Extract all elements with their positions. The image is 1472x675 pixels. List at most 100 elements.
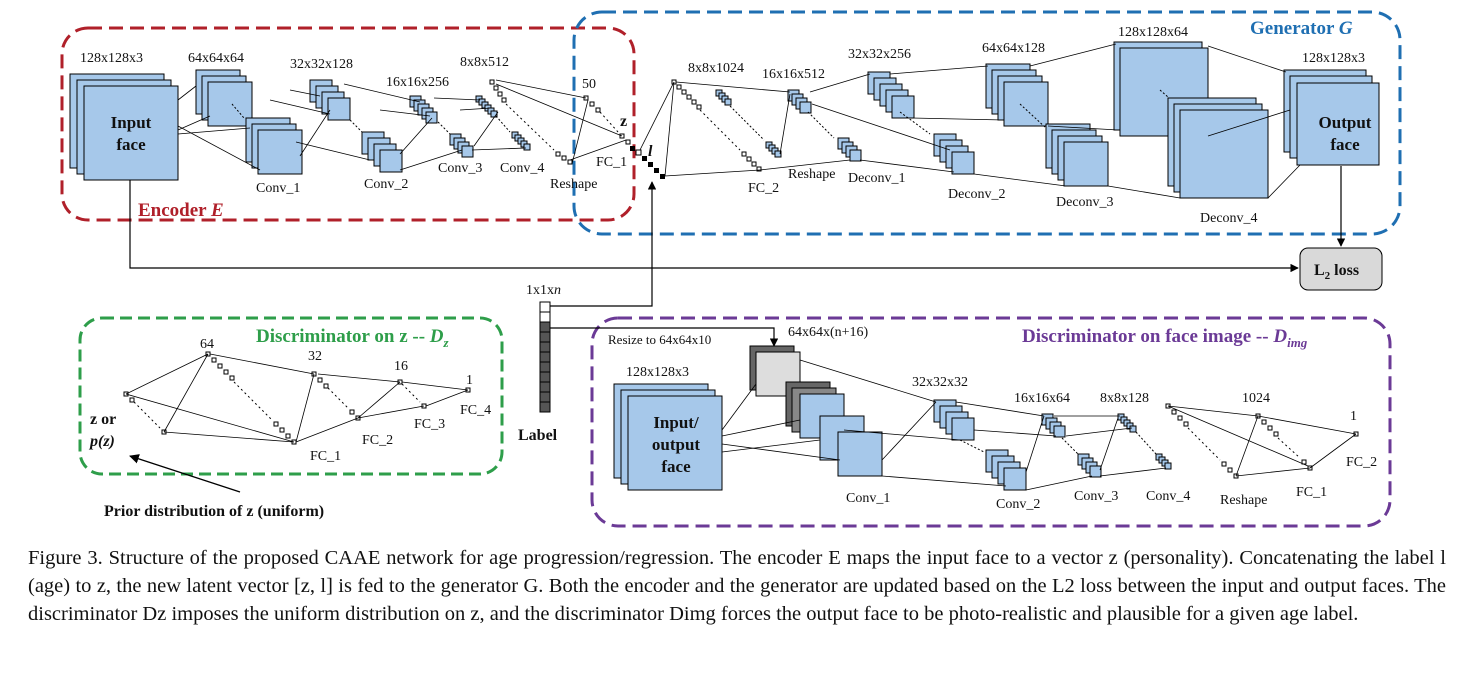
prior-note: Prior distribution of z (uniform) — [104, 503, 324, 520]
disc-img-input-label-3: face — [661, 457, 691, 476]
encoder-conv4-stack — [475, 95, 531, 151]
disc-img-conv2-stack — [933, 399, 1027, 491]
generator-size-4: 64x64x128 — [982, 41, 1045, 56]
generator-title: Generator G — [1250, 18, 1353, 39]
disc-img-layer-conv3: Conv_3 — [1074, 489, 1118, 504]
disc-img-size-3: 8x8x128 — [1100, 391, 1149, 406]
generator-output-stack — [1283, 69, 1380, 166]
generator-deconv2-stack — [867, 71, 975, 175]
disc-img-reshape-column — [1165, 403, 1239, 479]
encoder-layer-reshape: Reshape — [550, 177, 597, 192]
generator-reshape-stack — [715, 89, 782, 158]
disc-z-size-2: 32 — [308, 349, 322, 364]
generator-connections — [639, 43, 1301, 199]
disc-img-input-label-1: Input/ — [653, 413, 699, 432]
generator-layer-deconv2: Deconv_2 — [948, 187, 1006, 202]
generator-output-label-2: face — [1330, 135, 1360, 154]
disc-img-region — [590, 316, 1392, 528]
latent-z-label: z — [620, 113, 627, 130]
encoder-size-4: 8x8x512 — [460, 55, 509, 70]
encoder-conv3-stack — [409, 95, 474, 158]
disc-z-layer-fc2: FC_2 — [362, 433, 393, 448]
generator-layer-deconv1: Deconv_1 — [848, 171, 906, 186]
encoder-layer-conv2: Conv_2 — [364, 177, 408, 192]
disc-z-input-column — [123, 391, 167, 435]
encoder-input-label-2: face — [116, 135, 146, 154]
disc-z-input-label-1: z or — [90, 411, 116, 428]
encoder-size-3: 16x16x256 — [386, 75, 449, 90]
encoder-reshape-column — [489, 79, 573, 165]
disc-z-layer-fc4: FC_4 — [460, 403, 491, 418]
disc-z-fc1-column — [205, 351, 297, 445]
input-to-loss-arrow — [129, 180, 1299, 273]
generator-size-3: 32x32x256 — [848, 47, 911, 62]
l2-loss-label: L2 loss — [1314, 262, 1359, 282]
generator-deconv3-stack — [985, 63, 1109, 187]
generator-deconv1-stack — [787, 89, 862, 162]
disc-img-layer-reshape: Reshape — [1220, 493, 1267, 508]
generator-fc2-column — [671, 79, 762, 172]
disc-img-conv4-stack — [1117, 413, 1172, 470]
generator-size-5: 128x128x64 — [1118, 25, 1188, 40]
disc-img-concat-size: 64x64x(n+16) — [788, 325, 869, 340]
disc-z-size-4: 1 — [466, 373, 473, 388]
encoder-size-5: 50 — [582, 77, 596, 92]
figure-caption: Figure 3. Structure of the proposed CAAE… — [28, 547, 1446, 625]
disc-z-layer-fc3: FC_3 — [414, 417, 445, 432]
disc-img-title: Discriminator on face image -- Dimg — [1022, 326, 1308, 350]
disc-z-size-1: 64 — [200, 337, 214, 352]
latent-concat — [630, 146, 665, 179]
generator-region — [572, 10, 1402, 236]
disc-z-size-3: 16 — [394, 359, 408, 374]
l2-loss-box — [1299, 247, 1383, 291]
disc-z-title: Discriminator on z -- Dz — [256, 326, 450, 350]
encoder-region — [60, 26, 636, 222]
label-vector-label: Label — [518, 427, 558, 444]
encoder-size-2: 32x32x128 — [290, 57, 353, 72]
label-to-disc-img-arrow — [550, 327, 779, 347]
disc-img-input-size: 128x128x3 — [626, 365, 689, 380]
disc-img-layer-conv1: Conv_1 — [846, 491, 890, 506]
encoder-title: Encoder E — [138, 200, 224, 221]
generator-output-label-1: Output — [1319, 113, 1372, 132]
generator-size-2: 16x16x512 — [762, 67, 825, 82]
disc-img-layer-conv2: Conv_2 — [996, 497, 1040, 512]
encoder-connections — [177, 79, 627, 171]
disc-img-size-5: 1 — [1350, 409, 1357, 424]
generator-layer-deconv3: Deconv_3 — [1056, 195, 1114, 210]
disc-img-layer-fc2: FC_2 — [1346, 455, 1377, 470]
disc-img-conv3-stack — [1041, 413, 1102, 478]
encoder-input-label-1: Input — [111, 113, 152, 132]
disc-img-resize-note: Resize to 64x64x10 — [608, 332, 711, 347]
label-vector — [539, 301, 551, 413]
prior-arrow — [129, 454, 241, 493]
encoder-size-1: 64x64x64 — [188, 51, 244, 66]
disc-img-size-4: 1024 — [1242, 391, 1270, 406]
encoder-conv1-stack — [195, 69, 303, 175]
generator-size-6: 128x128x3 — [1302, 51, 1365, 66]
generator-deconv4-stack — [1113, 41, 1269, 199]
encoder-layer-conv1: Conv_1 — [256, 181, 300, 196]
encoder-layer-conv3: Conv_3 — [438, 161, 482, 176]
label-to-latent-arrow — [550, 181, 657, 307]
disc-img-concat-stack — [749, 345, 883, 477]
disc-z-connections — [125, 353, 469, 443]
generator-size-1: 8x8x1024 — [688, 61, 744, 76]
disc-img-fc1-column — [1255, 413, 1313, 471]
disc-z-input-label-2: p(z) — [88, 433, 115, 450]
label-vector-size: 1x1xn — [526, 283, 561, 298]
latent-l-label: l — [648, 143, 653, 160]
disc-z-region — [78, 316, 504, 476]
disc-z-fc2-column — [311, 371, 361, 421]
disc-img-size-2: 16x16x64 — [1014, 391, 1070, 406]
generator-layer-deconv4: Deconv_4 — [1200, 211, 1258, 226]
disc-img-size-1: 32x32x32 — [912, 375, 968, 390]
encoder-layer-conv4: Conv_4 — [500, 161, 544, 176]
encoder-layer-fc1: FC_1 — [596, 155, 627, 170]
generator-layer-reshape: Reshape — [788, 167, 835, 182]
encoder-conv2-stack — [309, 79, 403, 173]
disc-img-input-stack — [613, 383, 723, 491]
encoder-input-stack — [69, 73, 179, 181]
encoder-input-size: 128x128x3 — [80, 51, 143, 66]
disc-img-input-label-2: output — [652, 435, 701, 454]
